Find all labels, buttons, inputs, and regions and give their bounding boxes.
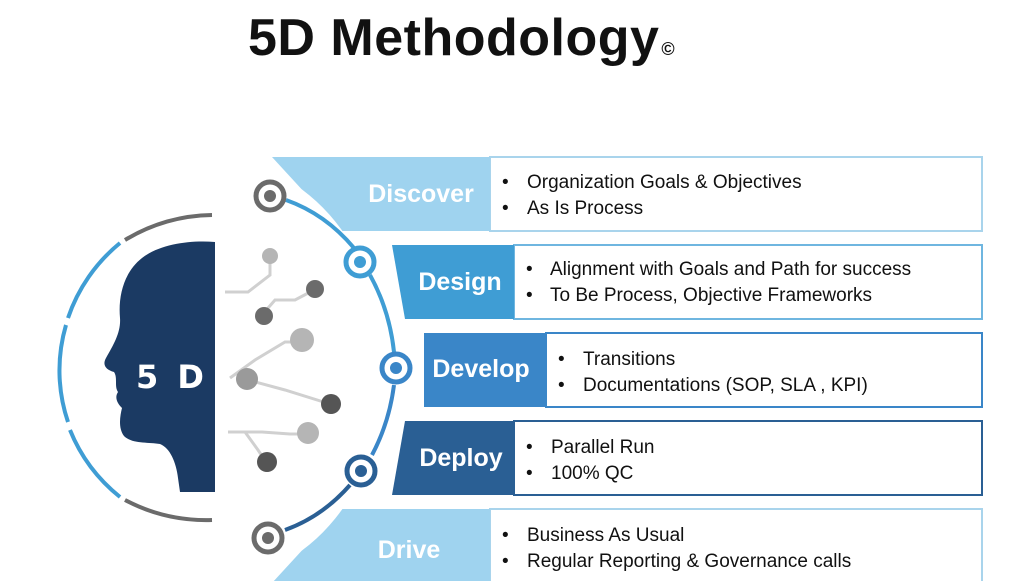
stage-develop-label: Develop [432,355,529,383]
center-half-circle [215,160,385,580]
bullet-text: As Is Process [527,198,643,219]
bullet-dot: • [526,285,533,306]
head-label: 5 D [136,358,208,396]
page-title: 5D Methodology© [248,8,675,68]
stage-design-label: Design [418,268,501,296]
bullet-dot: • [558,375,565,396]
circuit-dots [236,248,341,472]
stage-design-tab [392,245,514,319]
bullet-text: Organization Goals & Objectives [527,172,802,193]
ring-node-drive [251,521,285,555]
outer-arc-left-blue-1 [66,241,122,319]
stage-drive: Drive • Business As Usual • Regular Report… [273,508,983,581]
copyright-mark: © [661,39,676,59]
ring-node-discover [253,179,287,213]
stage-discover-label: Discover [368,180,474,208]
bullet-text: Regular Reporting & Governance calls [527,551,851,572]
bullet-dot: • [502,525,509,546]
inner-arc-3 [370,384,396,456]
bullet-dot: • [502,172,509,193]
circuit-dot [321,394,341,414]
circuit-line [247,378,331,406]
inner-arc-4 [284,483,352,532]
bullet-dot: • [502,198,509,219]
bullet-dot: • [526,259,533,280]
stage-design-bullet-2: • To Be Process, Objective Frameworks [526,285,872,306]
circuit-dot [297,422,319,444]
outer-arc-top-gray [123,213,213,242]
bullet-text: Parallel Run [551,437,655,458]
circuit-line [260,288,315,316]
bullet-text: Alignment with Goals and Path for succes… [550,259,911,280]
stage-design-bullet-1: • Alignment with Goals and Path for succe… [526,259,911,280]
bullet-dot: • [526,437,533,458]
circuit-dot [255,307,273,325]
ring-node-develop [379,351,413,385]
stage-drive-bullet-2: • Regular Reporting & Governance calls [502,551,851,572]
ring-node-design [343,245,377,279]
stage-deploy-bullet-2: • 100% QC [526,463,633,484]
circuit-dot [257,452,277,472]
outer-arc-left-blue-3 [68,429,122,499]
ring-node-deploy [344,454,378,488]
bullet-text: Transitions [583,349,675,370]
bullet-dot: • [502,551,509,572]
stage-discover-bullet-1: • Organization Goals & Objectives [502,172,802,193]
circuit-dot [306,280,324,298]
bullet-text: Business As Usual [527,525,684,546]
stage-deploy-box [513,420,983,496]
stage-drive-box [489,508,983,581]
stage-deploy: Deploy • Parallel Run • 100% QC [392,420,983,496]
bullet-dot: • [558,349,565,370]
outer-arc-left-blue-2 [57,324,70,423]
stage-develop-box [545,332,983,408]
circuit-dot [262,248,278,264]
bullet-text: 100% QC [551,463,633,484]
bullet-text: To Be Process, Objective Frameworks [550,285,872,306]
stage-deploy-bullet-1: • Parallel Run [526,437,655,458]
stage-drive-bullet-1: • Business As Usual [502,525,684,546]
stage-develop: Develop • Transitions • Documentations (SO… [424,332,983,408]
inner-arc-1 [285,198,356,250]
circuit-line [225,258,272,294]
stage-drive-label: Drive [378,536,441,564]
stage-discover-bullet-2: • As Is Process [502,198,643,219]
title-text: 5D Methodology [248,9,660,67]
inner-arc-2 [368,274,396,353]
stage-deploy-tab [392,421,514,495]
stage-discover-box [489,156,983,232]
stage-develop-tab [424,333,546,407]
stage-develop-bullet-1: • Transitions [558,349,675,370]
stage-design: Design • Alignment with Goals and Path fo… [392,244,983,320]
human-head-profile-icon [104,241,215,492]
outer-arc-bottom-gray [124,498,213,523]
stage-discover: Discover • Organization Goals & Objective… [272,156,983,232]
bullet-dot: • [526,463,533,484]
stage-develop-bullet-2: • Documentations (SOP, SLA , KPI) [558,375,868,396]
circuit-dot [236,368,258,390]
stage-design-box [513,244,983,320]
stage-deploy-label: Deploy [419,444,502,472]
circuit-dot [290,328,314,352]
bullet-text: Documentations (SOP, SLA , KPI) [583,375,868,396]
